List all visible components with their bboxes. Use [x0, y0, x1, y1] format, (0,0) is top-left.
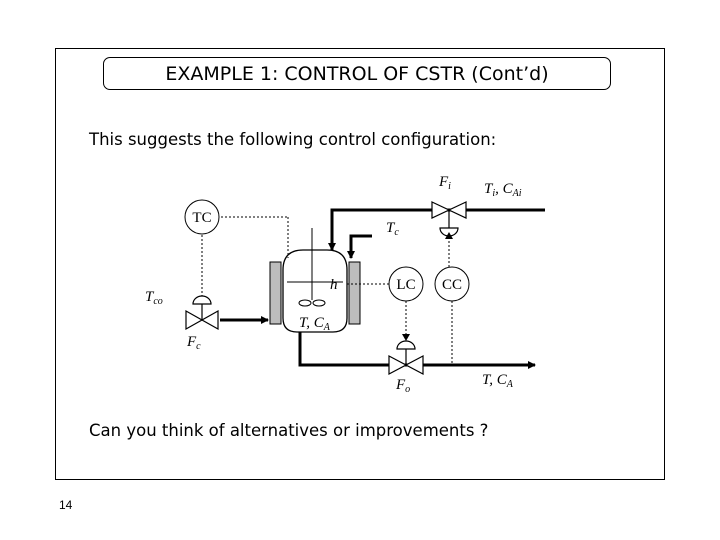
- fo-label: Fo: [395, 377, 410, 395]
- slide-frame: [55, 48, 665, 480]
- question-text: Can you think of alternatives or improve…: [89, 421, 489, 440]
- lc-label: LC: [396, 277, 415, 293]
- outlet-state-label: T, CA: [482, 372, 514, 390]
- level-label: h: [330, 277, 338, 293]
- reactor-vessel: [282, 228, 348, 333]
- fc-label: Fc: [186, 334, 201, 352]
- signal-lines: [201, 216, 453, 363]
- cc-label: CC: [442, 277, 462, 293]
- tc-stream-label: Tc: [386, 220, 399, 238]
- slide-title: EXAMPLE 1: CONTROL OF CSTR (Cont’d): [103, 57, 611, 90]
- ti-label: Ti, CAi: [484, 181, 522, 199]
- tc-label: TC: [192, 210, 211, 226]
- tank-state-label: T, CA: [299, 315, 331, 333]
- reactor-jacket: [269, 261, 361, 325]
- cc-signal-arrow: [445, 232, 453, 239]
- tc-controller: TC: [184, 199, 220, 235]
- coolant-return-stream: [347, 234, 372, 259]
- outlet-valve: [388, 340, 424, 375]
- outlet-stream: [298, 332, 536, 369]
- cc-controller: CC: [434, 266, 470, 302]
- fi-label: Fi: [438, 174, 451, 192]
- inlet-valve: [431, 201, 467, 237]
- tco-label: Tco: [145, 289, 163, 307]
- coolant-valve: [185, 295, 219, 331]
- lc-controller: LC: [388, 266, 424, 302]
- lc-signal-arrow: [402, 334, 410, 341]
- page-number: 14: [59, 498, 73, 512]
- intro-text: This suggests the following control conf…: [89, 130, 497, 149]
- slide-title-text: EXAMPLE 1: CONTROL OF CSTR (Cont’d): [165, 62, 549, 85]
- inlet-stream: [328, 208, 545, 251]
